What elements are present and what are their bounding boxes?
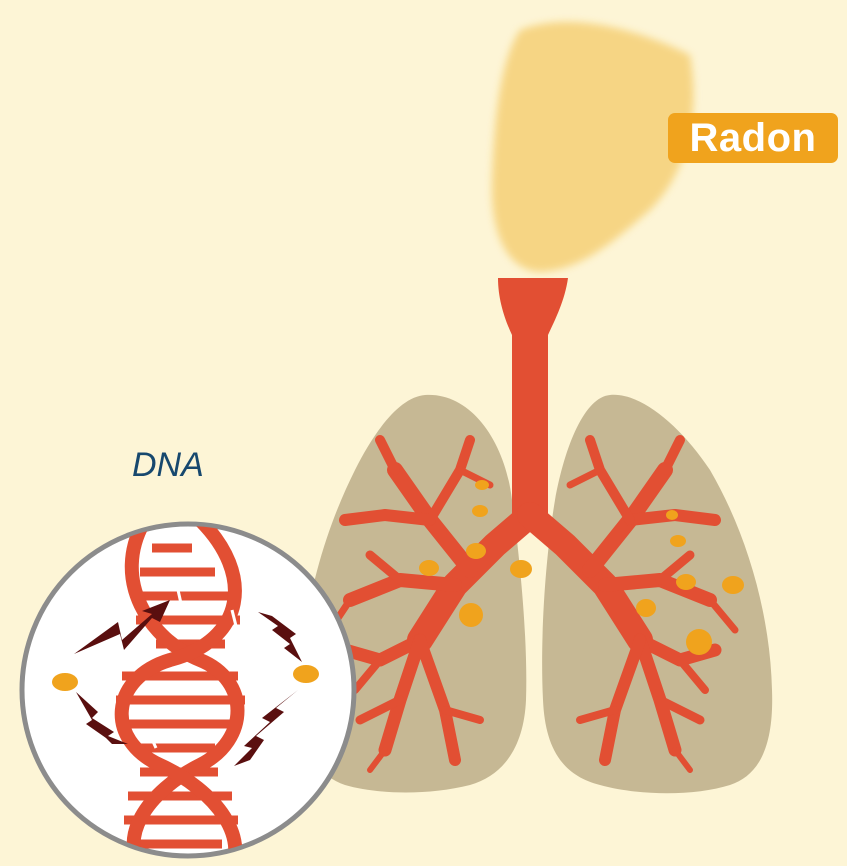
radon-particle-icon xyxy=(419,560,439,576)
radon-particle-icon xyxy=(459,603,483,627)
radon-particle-icon xyxy=(686,629,712,655)
radon-particle-icon xyxy=(475,480,489,490)
radon-particle-icon xyxy=(52,673,78,691)
radon-particle-icon xyxy=(466,543,486,559)
right-lung xyxy=(542,395,772,793)
dna-magnifier xyxy=(22,520,354,861)
radon-particle-icon xyxy=(636,599,656,617)
radon-particle-icon xyxy=(472,505,488,517)
radon-particle-icon xyxy=(666,510,678,520)
radon-particle-icon xyxy=(510,560,532,578)
radon-gas-cloud-icon xyxy=(492,22,694,272)
radon-particle-icon xyxy=(722,576,744,594)
radon-particle-icon xyxy=(670,535,686,547)
radon-particle-icon xyxy=(676,574,696,590)
radon-label: Radon xyxy=(668,113,838,163)
dna-label: DNA xyxy=(132,446,204,485)
radon-particle-icon xyxy=(293,665,319,683)
